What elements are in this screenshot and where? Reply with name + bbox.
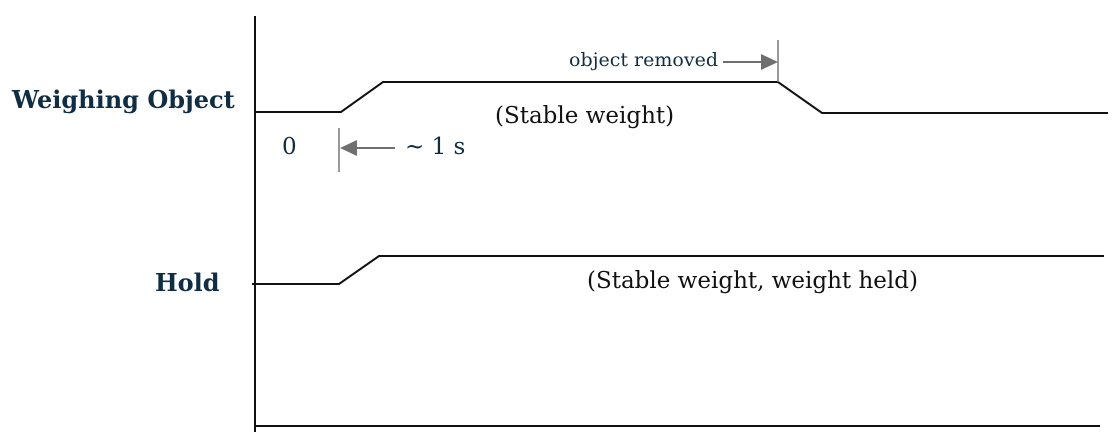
stable-weight-note: (Stable weight)	[495, 103, 675, 129]
hold-signal	[252, 255, 1104, 285]
hold-label: Hold	[155, 268, 220, 297]
weighing-object-signal	[255, 81, 1108, 114]
interval-label: ~ 1 s	[405, 134, 466, 160]
removed-arrow-head	[761, 54, 778, 70]
time-zero-label: 0	[282, 134, 297, 160]
stable-weight-held-note: (Stable weight, weight held)	[587, 268, 918, 294]
weighing-object-label: Weighing Object	[12, 85, 235, 114]
interval-arrow-head	[340, 140, 357, 156]
object-removed-label: object removed	[569, 49, 718, 71]
